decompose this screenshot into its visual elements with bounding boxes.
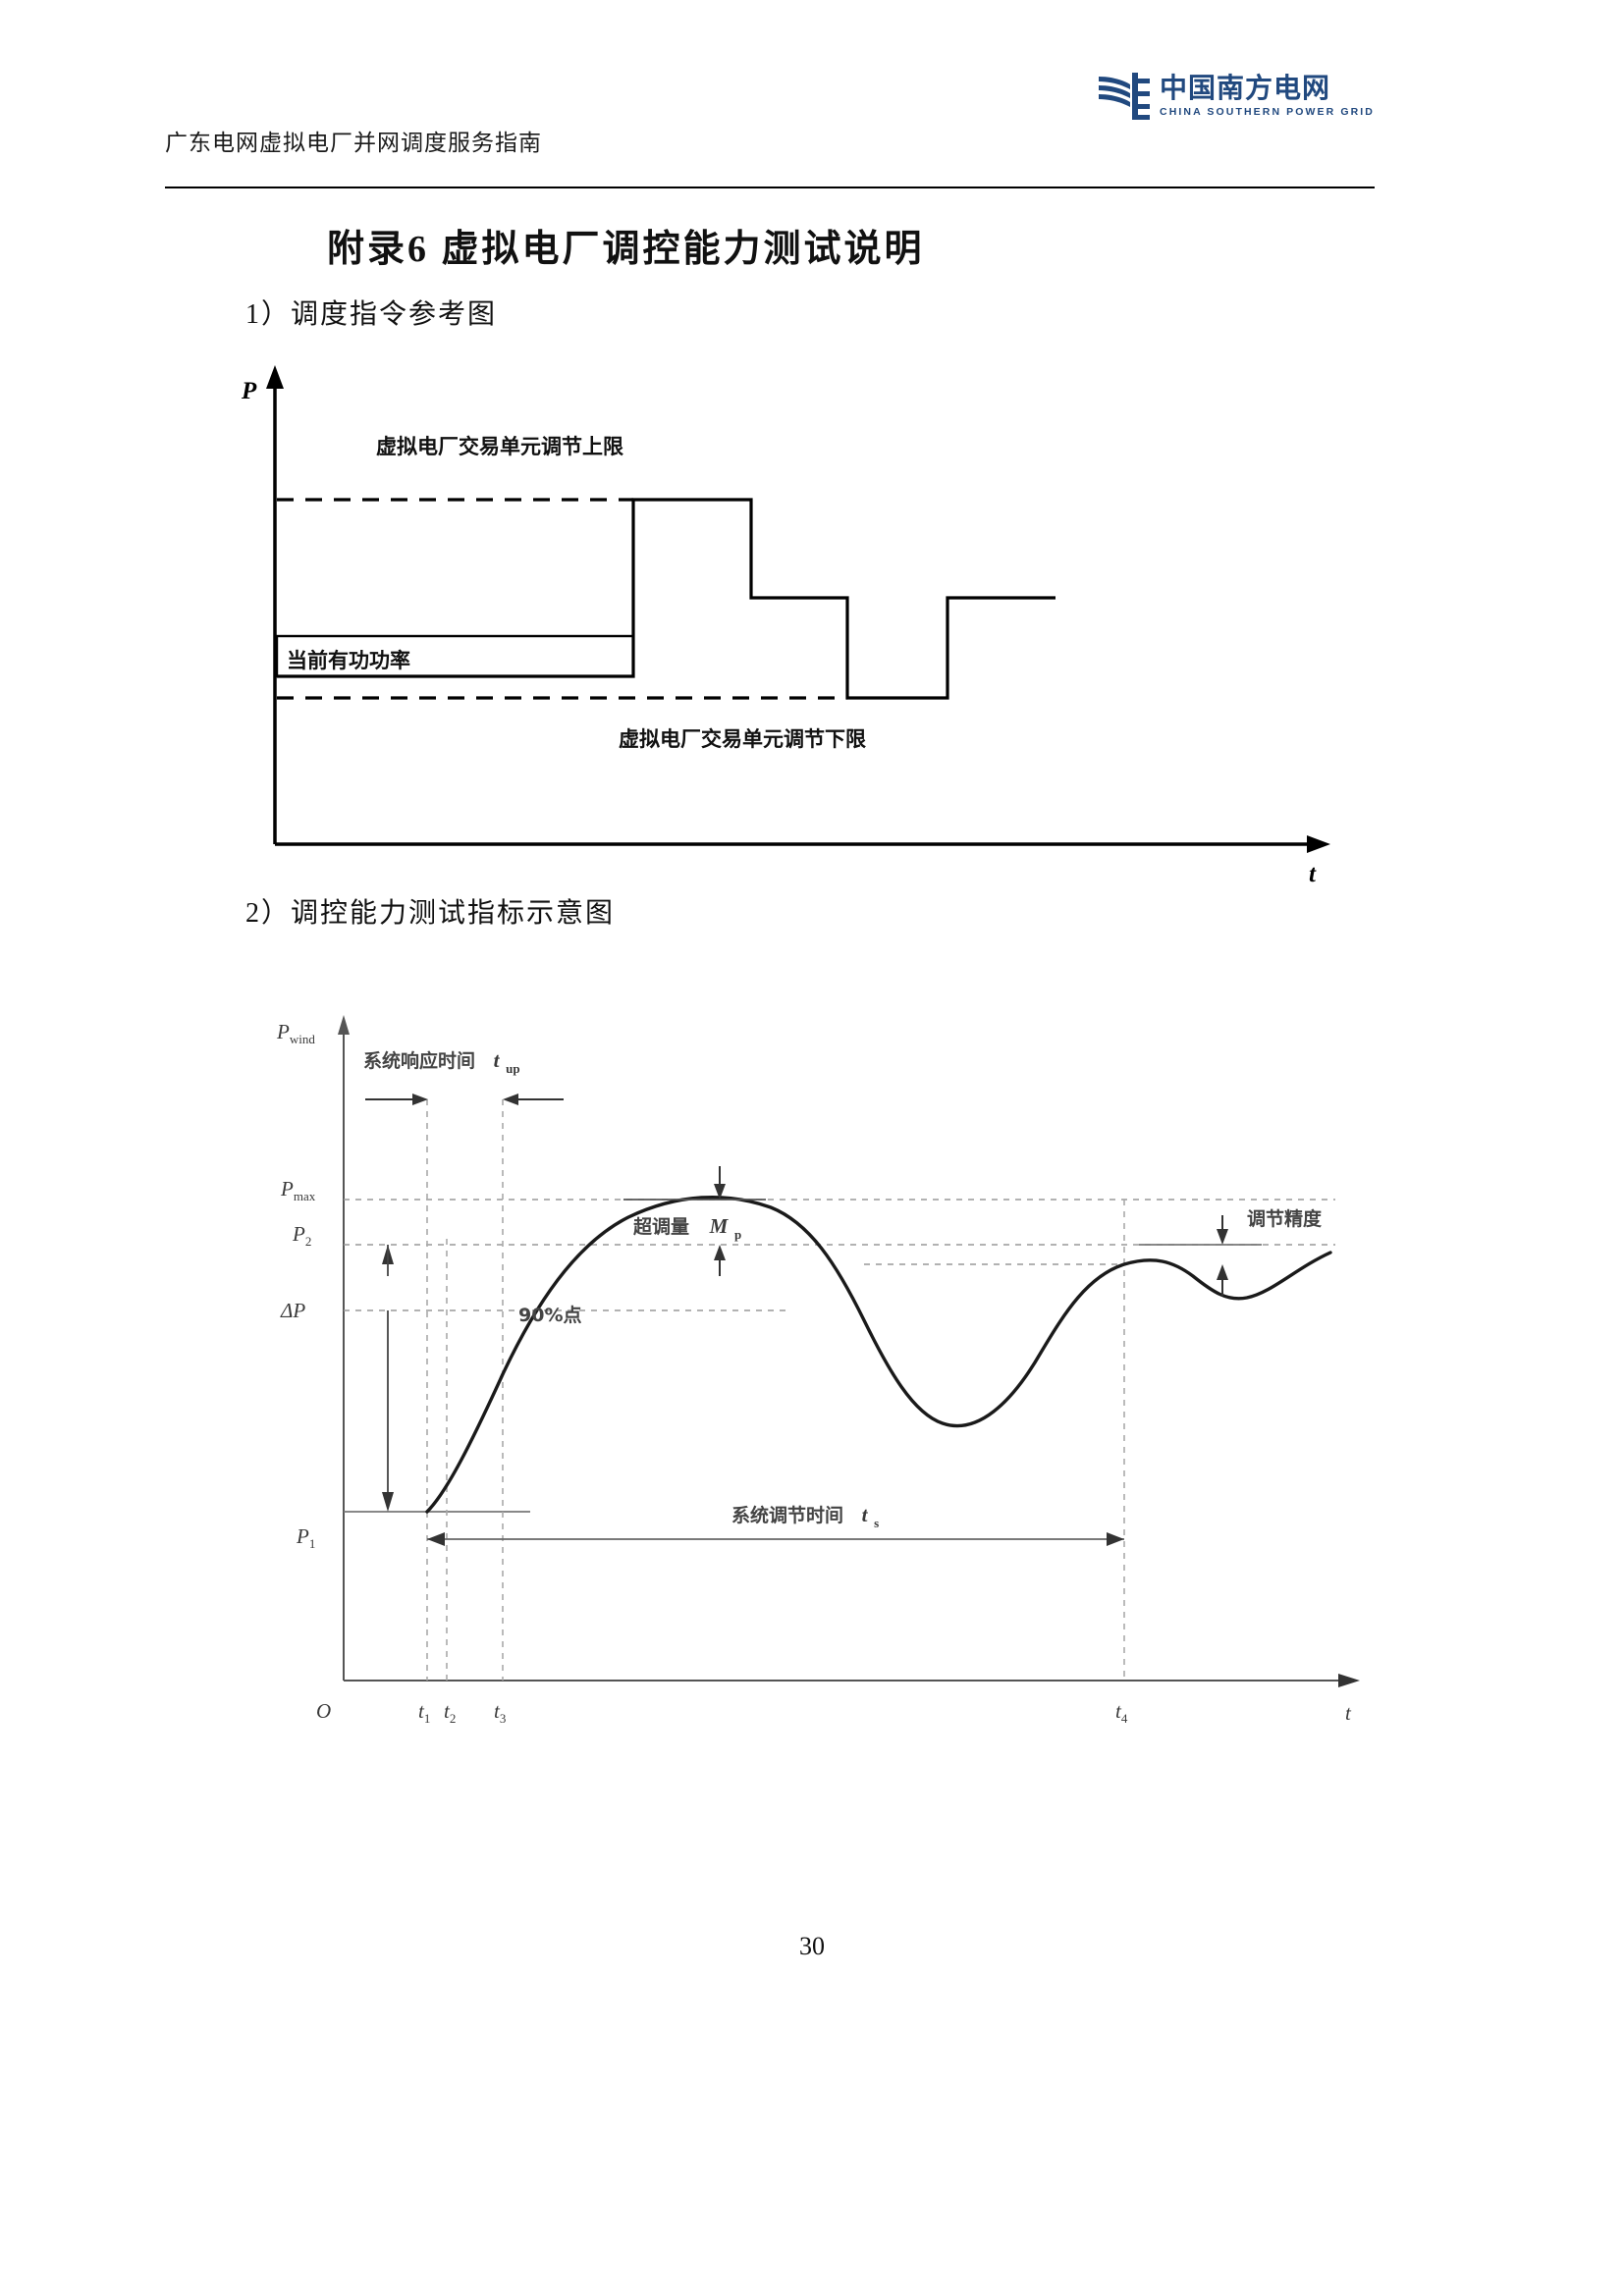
figure1-y-axis <box>266 365 284 844</box>
logo-brand-cn: 中国南方电网 <box>1160 72 1331 105</box>
figure2-settling-time-label: 系统调节时间 t s <box>731 1503 879 1530</box>
figure1-lower-limit-label: 虚拟电厂交易单元调节下限 <box>619 727 866 751</box>
figure1-current-power-label: 当前有功功率 <box>287 649 410 672</box>
running-title: 广东电网虚拟电厂并网调度服务指南 <box>165 131 542 155</box>
figure2-axes <box>338 1015 1360 1687</box>
figure2-delta-p-arrow <box>382 1245 394 1512</box>
figure1-x-axis <box>275 835 1330 853</box>
figure2-accuracy-label: 调节精度 <box>1247 1207 1323 1230</box>
figure2-horizontal-guides <box>344 1199 1335 1513</box>
figure-dispatch-instruction: P t 虚拟电厂交易单元调节上限 当前有功功率 虚拟电厂交易单元调节下限 <box>226 353 1365 883</box>
section-heading-1: 1）调度指令参考图 <box>245 299 498 330</box>
logo-wordmark: 中国南方电网 CHINA SOUTHERN POWER GRID <box>1160 75 1375 118</box>
company-logo: 中国南方电网 CHINA SOUTHERN POWER GRID <box>1097 71 1375 122</box>
figure2-ytick-pmax: Pmax <box>280 1177 316 1203</box>
figure1-upper-limit-label: 虚拟电厂交易单元调节上限 <box>376 435 623 458</box>
figure2-overshoot-label: 超调量 M p <box>632 1214 741 1242</box>
figure2-x-axis-label: t <box>1345 1701 1352 1725</box>
power-grid-logo-icon <box>1097 71 1151 122</box>
page-title: 附录6 虚拟电厂调控能力测试说明 <box>327 229 925 270</box>
figure2-response-time-label: 系统响应时间 t up <box>363 1048 520 1076</box>
logo-brand-en: CHINA SOUTHERN POWER GRID <box>1160 106 1375 119</box>
figure2-xtick-t1: t1 <box>418 1699 430 1726</box>
figure2-vertical-guides <box>426 1099 1125 1681</box>
figure2-ytick-deltap: ΔP <box>280 1299 305 1322</box>
figure2-y-axis-label: Pwind <box>276 1020 315 1046</box>
page-header: 广东电网虚拟电厂并网调度服务指南 中国南方 <box>165 73 1375 187</box>
figure1-y-axis-label: P <box>241 378 257 404</box>
figure2-settling-time-arrows <box>427 1532 1124 1546</box>
figure2-ytick-p2: P2 <box>292 1222 311 1249</box>
figure2-response-time-arrows <box>365 1094 564 1105</box>
header-divider <box>165 187 1375 188</box>
figure-regulation-capability: 系统响应时间 t up 超调量 M p <box>236 982 1394 1787</box>
section-heading-2: 2）调控能力测试指标示意图 <box>245 898 616 929</box>
figure2-origin-label: O <box>316 1699 331 1723</box>
figure2-response-curve <box>425 1196 1332 1514</box>
figure2-xtick-t3: t3 <box>494 1699 506 1726</box>
page-number: 30 <box>799 1932 825 1960</box>
figure1-x-axis-label: t <box>1309 861 1317 883</box>
figure2-ninety-percent-label: 90%点 <box>518 1305 581 1326</box>
figure2-xtick-t4: t4 <box>1115 1699 1128 1726</box>
figure2-ytick-p1: P1 <box>296 1524 315 1551</box>
figure2-overshoot-arrows <box>623 1166 766 1276</box>
figure2-accuracy-arrows <box>1139 1215 1262 1296</box>
figure1-step-curve <box>277 498 1056 700</box>
figure2-xtick-t2: t2 <box>444 1699 456 1726</box>
figure1-current-power-box <box>275 634 635 678</box>
